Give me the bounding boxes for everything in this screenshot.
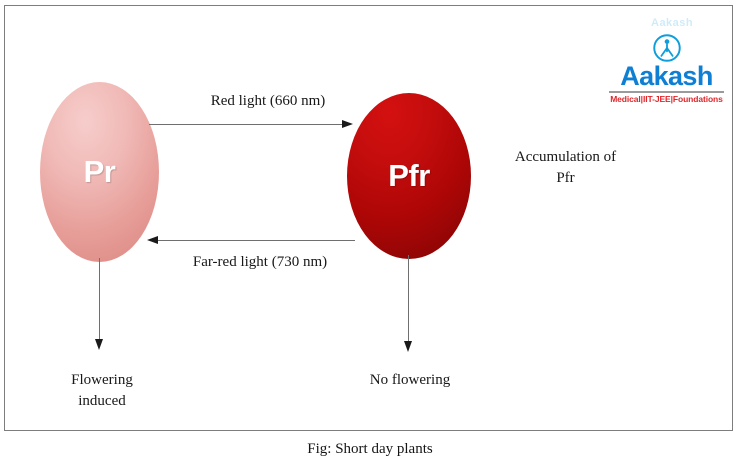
aakash-logo: Aakash Medical|IIT-JEE|Foundations (609, 33, 724, 104)
logo-tagline: Medical|IIT-JEE|Foundations (610, 93, 723, 104)
pfr-outcome-arrow-line (408, 255, 409, 344)
aakash-emblem-icon (652, 34, 681, 62)
logo-wordmark: Aakash (620, 61, 713, 91)
pfr-node-label: Pfr (388, 158, 430, 193)
logo-divider (609, 90, 724, 93)
no-flowering-annotation: No flowering (369, 372, 451, 388)
figure-caption: Fig: Short day plants (307, 441, 433, 457)
pr-node: Pr (40, 82, 159, 262)
red-light-arrow-line (149, 124, 347, 125)
pfr-node: Pfr (347, 93, 471, 259)
far-red-light-arrow-line (157, 240, 355, 241)
pr-outcome-arrow-line (99, 258, 100, 342)
pr-outcome-arrow-head (95, 339, 103, 350)
figure-frame: Pr Pfr Red light (660 nm) Far-red light … (4, 5, 733, 431)
far-red-light-arrow-label: Far-red light (730 nm) (192, 254, 328, 270)
logo-watermark: Aakash (651, 17, 694, 29)
red-light-arrow-label: Red light (660 nm) (210, 93, 326, 109)
red-light-arrow-head (342, 120, 353, 128)
far-red-light-arrow-head (147, 236, 158, 244)
pfr-outcome-arrow-head (404, 341, 412, 352)
accumulation-annotation: Accumulation of Pfr (514, 149, 617, 186)
flowering-induced-annotation: Flowering induced (71, 372, 133, 409)
pr-node-label: Pr (83, 154, 116, 189)
